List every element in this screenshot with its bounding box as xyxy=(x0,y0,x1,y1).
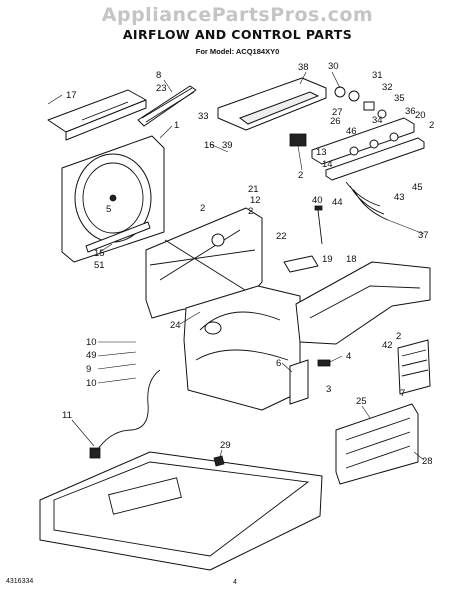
callout-14: 14 xyxy=(322,159,333,170)
callout-46: 46 xyxy=(346,126,357,137)
callout-2e: 2 xyxy=(396,331,401,342)
control-bracket xyxy=(217,77,327,131)
callout-36: 36 xyxy=(405,106,416,117)
callout-7: 7 xyxy=(400,388,405,399)
switch-module xyxy=(289,133,307,171)
rear-panel xyxy=(335,403,419,485)
callout-2b: 2 xyxy=(429,120,434,131)
page-number: 4 xyxy=(233,579,237,586)
callout-2c: 2 xyxy=(298,170,303,181)
callout-34: 34 xyxy=(372,115,383,126)
callout-27: 27 xyxy=(332,107,343,118)
evaporator-housing xyxy=(183,285,301,411)
callout-40: 40 xyxy=(312,195,323,206)
power-cord xyxy=(89,369,161,459)
air-duct xyxy=(295,261,431,345)
callout-2d: 2 xyxy=(248,206,253,217)
callout-42: 42 xyxy=(382,340,393,351)
document-number: 4316334 xyxy=(6,578,34,585)
callout-15: 15 xyxy=(94,248,105,259)
callout-16: 16 xyxy=(204,140,215,151)
callout-1: 1 xyxy=(174,120,179,131)
callout-10a: 10 xyxy=(86,337,97,348)
mounting-strip xyxy=(85,221,151,253)
knob-set xyxy=(334,86,387,119)
callout-20: 20 xyxy=(415,110,426,121)
callout-39: 39 xyxy=(222,140,233,151)
wire-harness xyxy=(345,181,389,221)
callout-6: 6 xyxy=(276,358,281,369)
callout-11: 11 xyxy=(62,410,72,421)
callout-30: 30 xyxy=(328,61,339,72)
callout-17: 17 xyxy=(66,90,77,101)
small-bracket xyxy=(283,255,319,273)
callout-8: 8 xyxy=(156,70,161,81)
control-panel xyxy=(311,117,425,181)
callout-10b: 10 xyxy=(86,378,97,389)
callout-37: 37 xyxy=(418,230,429,241)
model-subtitle: For Model: ACQ184XY0 xyxy=(195,47,280,56)
callout-32: 32 xyxy=(382,82,393,93)
callout-45: 45 xyxy=(412,182,423,193)
callout-3: 3 xyxy=(326,384,331,395)
callout-23: 23 xyxy=(156,83,167,94)
callout-25: 25 xyxy=(356,396,367,407)
leader-lines xyxy=(47,71,425,461)
callout-21: 21 xyxy=(248,184,259,195)
callout-18: 18 xyxy=(346,254,357,265)
callout-31: 31 xyxy=(372,70,383,81)
callout-19: 19 xyxy=(322,254,333,265)
watermark: AppliancePartsPros.com xyxy=(101,4,374,26)
callout-9: 9 xyxy=(86,364,91,375)
long-screw xyxy=(314,205,323,245)
callout-35: 35 xyxy=(394,93,405,104)
diagram-title: AIRFLOW AND CONTROL PARTS xyxy=(122,27,353,42)
callout-28: 28 xyxy=(422,456,433,467)
callout-5: 5 xyxy=(106,204,111,215)
callout-22: 22 xyxy=(276,231,287,242)
callout-38: 38 xyxy=(298,62,309,73)
bulkhead-panel xyxy=(145,207,263,319)
base-pan xyxy=(39,451,323,571)
louver-strip xyxy=(137,85,197,127)
callout-43: 43 xyxy=(394,192,405,203)
callout-33: 33 xyxy=(198,111,209,122)
fan-shroud xyxy=(61,135,165,263)
callout-29: 29 xyxy=(220,440,231,451)
drain-plug xyxy=(213,455,225,467)
callout-12: 12 xyxy=(250,195,261,206)
callout-13: 13 xyxy=(316,147,327,158)
callout-2a: 2 xyxy=(200,203,205,214)
callout-4: 4 xyxy=(346,351,351,362)
callout-26: 26 xyxy=(330,116,341,127)
callout-44: 44 xyxy=(332,197,343,208)
top-duct-panel xyxy=(47,89,147,141)
filter-grille xyxy=(397,339,431,395)
callout-51: 51 xyxy=(94,260,105,271)
callout-49: 49 xyxy=(86,350,97,361)
callout-24: 24 xyxy=(170,320,181,331)
control-housing xyxy=(289,359,331,405)
